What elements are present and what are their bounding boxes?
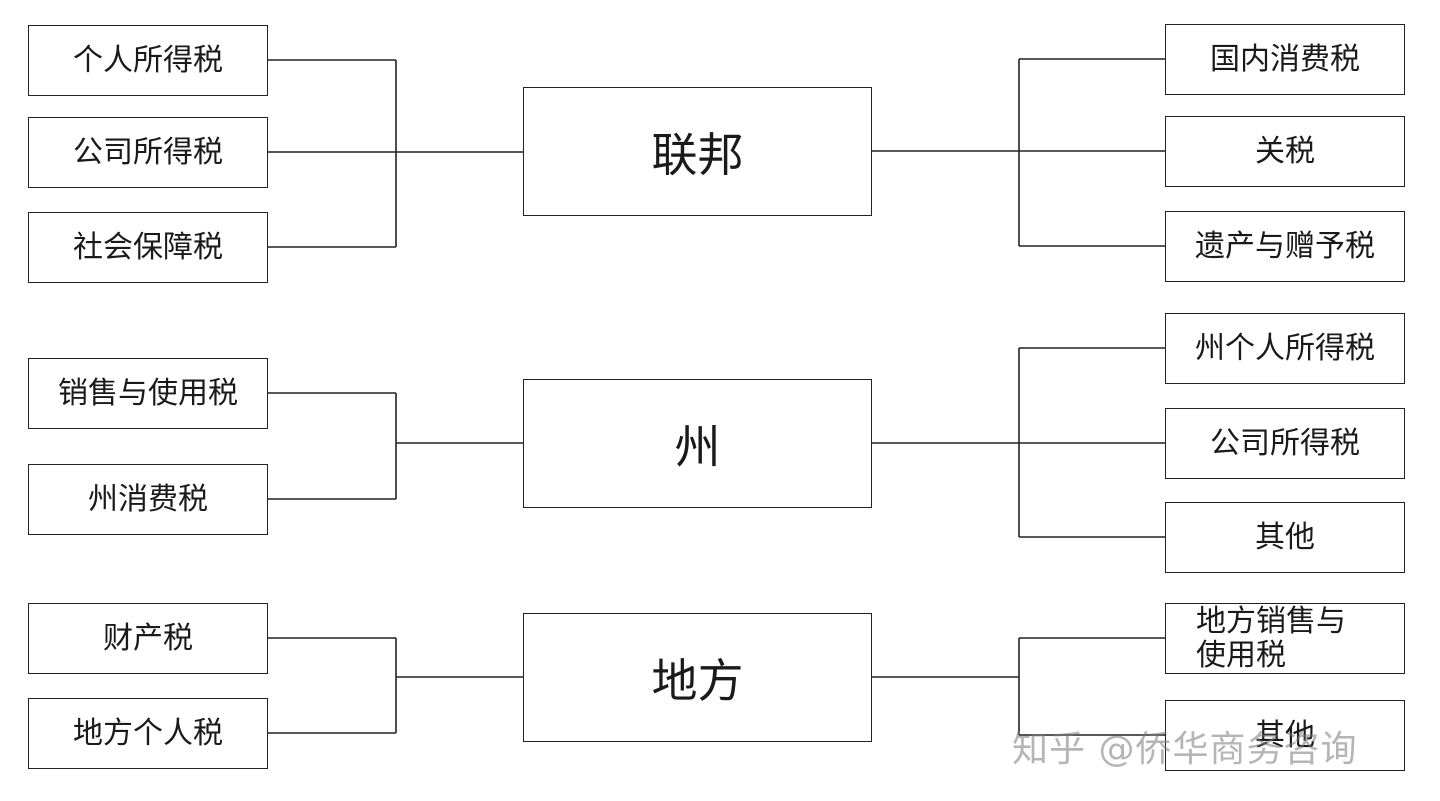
tax-box-local-personal: 地方个人税 bbox=[28, 698, 268, 769]
level-box-federal: 联邦 bbox=[523, 87, 872, 216]
tax-box-local-other: 其他 bbox=[1165, 700, 1405, 771]
tax-box-excise: 国内消费税 bbox=[1165, 24, 1405, 95]
tax-box-state-individual-income: 州个人所得税 bbox=[1165, 313, 1405, 384]
tax-box-local-sales-use: 地方销售与使用税 bbox=[1165, 603, 1405, 674]
tax-box-state-corporate-income: 公司所得税 bbox=[1165, 408, 1405, 479]
tax-box-property: 财产税 bbox=[28, 603, 268, 674]
level-box-state: 州 bbox=[523, 379, 872, 508]
watermark-text: 知乎 @侨华商务咨询 bbox=[1012, 729, 1358, 770]
tax-box-customs: 关税 bbox=[1165, 116, 1405, 187]
level-box-local: 地方 bbox=[523, 613, 872, 742]
tax-box-federal-individual-income: 个人所得税 bbox=[28, 25, 268, 96]
tax-box-state-other: 其他 bbox=[1165, 502, 1405, 573]
tax-box-sales-use: 销售与使用税 bbox=[28, 358, 268, 429]
tax-box-state-excise: 州消费税 bbox=[28, 464, 268, 535]
tax-box-estate-gift: 遗产与赠予税 bbox=[1165, 211, 1405, 282]
tax-box-federal-corporate-income: 公司所得税 bbox=[28, 117, 268, 188]
tax-box-social-security: 社会保障税 bbox=[28, 212, 268, 283]
